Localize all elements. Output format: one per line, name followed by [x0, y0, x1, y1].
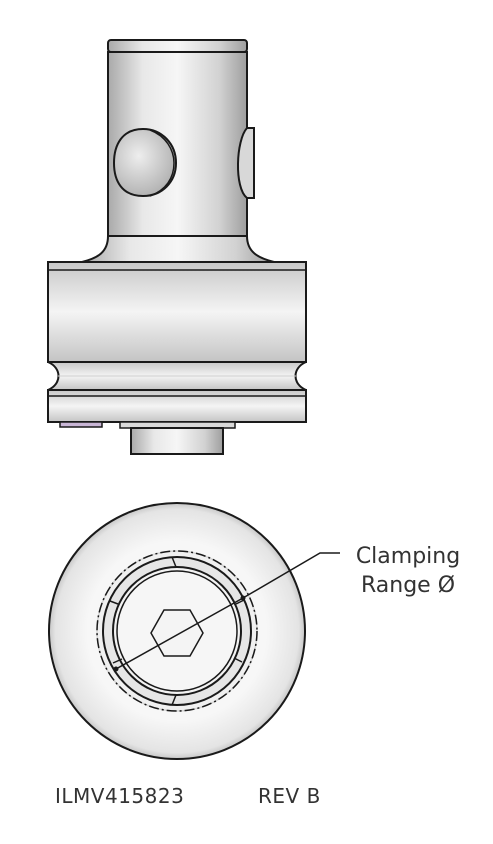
diameter-line [115, 597, 244, 670]
lower-ring [47, 389, 307, 423]
callout-leader [242, 552, 340, 599]
clamping-range-circle [96, 550, 258, 712]
end-view [48, 502, 340, 760]
bottom-stub [130, 427, 224, 455]
cross-hole [112, 127, 178, 198]
shank-top-cap [107, 39, 248, 53]
main-body [47, 261, 307, 363]
callout-line-1: Clamping [355, 544, 461, 569]
side-notch [237, 127, 255, 199]
side-view [47, 39, 307, 455]
revision-label: REV B [258, 784, 321, 808]
shoulder [81, 235, 275, 263]
callout-line-2: Range Ø [360, 573, 456, 598]
hex-socket [150, 609, 204, 657]
purple-pad [59, 421, 103, 428]
clamping-range-callout: Clamping Range Ø [348, 542, 468, 600]
part-number: ILMV415823 [55, 784, 185, 808]
